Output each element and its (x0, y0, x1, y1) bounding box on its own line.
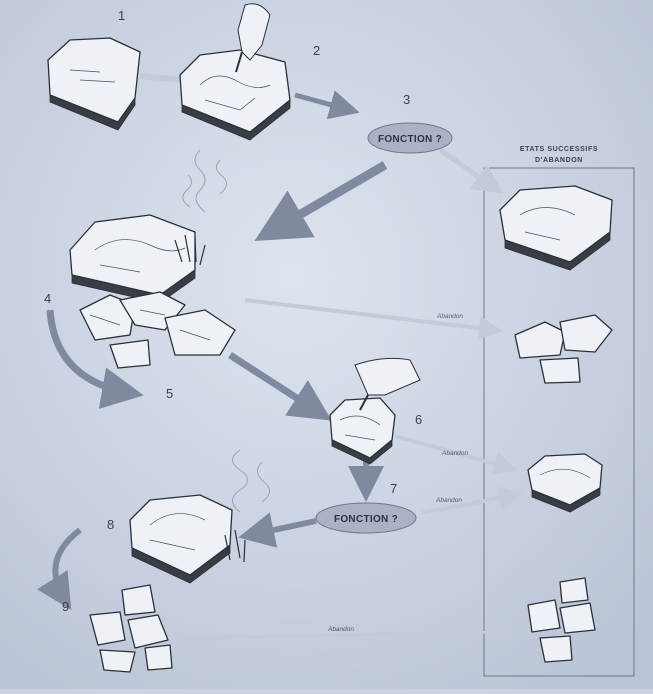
step-3: 3 (403, 92, 410, 107)
step-1: 1 (118, 8, 125, 23)
step-6: 6 (415, 412, 422, 427)
abandon-label-1: Abandon (436, 313, 463, 320)
panel-title-line1: ETATS SUCCESSIFS (520, 146, 598, 153)
function-node-top: FONCTION ? (368, 123, 452, 153)
step-2: 2 (313, 43, 320, 58)
arrow-1-to-2 (140, 76, 185, 80)
abandon-label-2: Abandon (441, 450, 468, 457)
panel-title-line2: D'ABANDON (535, 157, 583, 164)
step-8: 8 (107, 517, 114, 532)
step-9: 9 (62, 599, 69, 614)
abandon-label-3: Abandon (435, 497, 462, 504)
function-label-top: FONCTION ? (378, 134, 442, 145)
abandon-label-4: Abandon (327, 626, 354, 633)
step-7: 7 (390, 481, 397, 496)
step-5: 5 (166, 386, 173, 401)
function-node-bottom: FONCTION ? (316, 503, 416, 533)
function-label-bottom: FONCTION ? (334, 514, 398, 525)
step-4: 4 (44, 291, 51, 306)
